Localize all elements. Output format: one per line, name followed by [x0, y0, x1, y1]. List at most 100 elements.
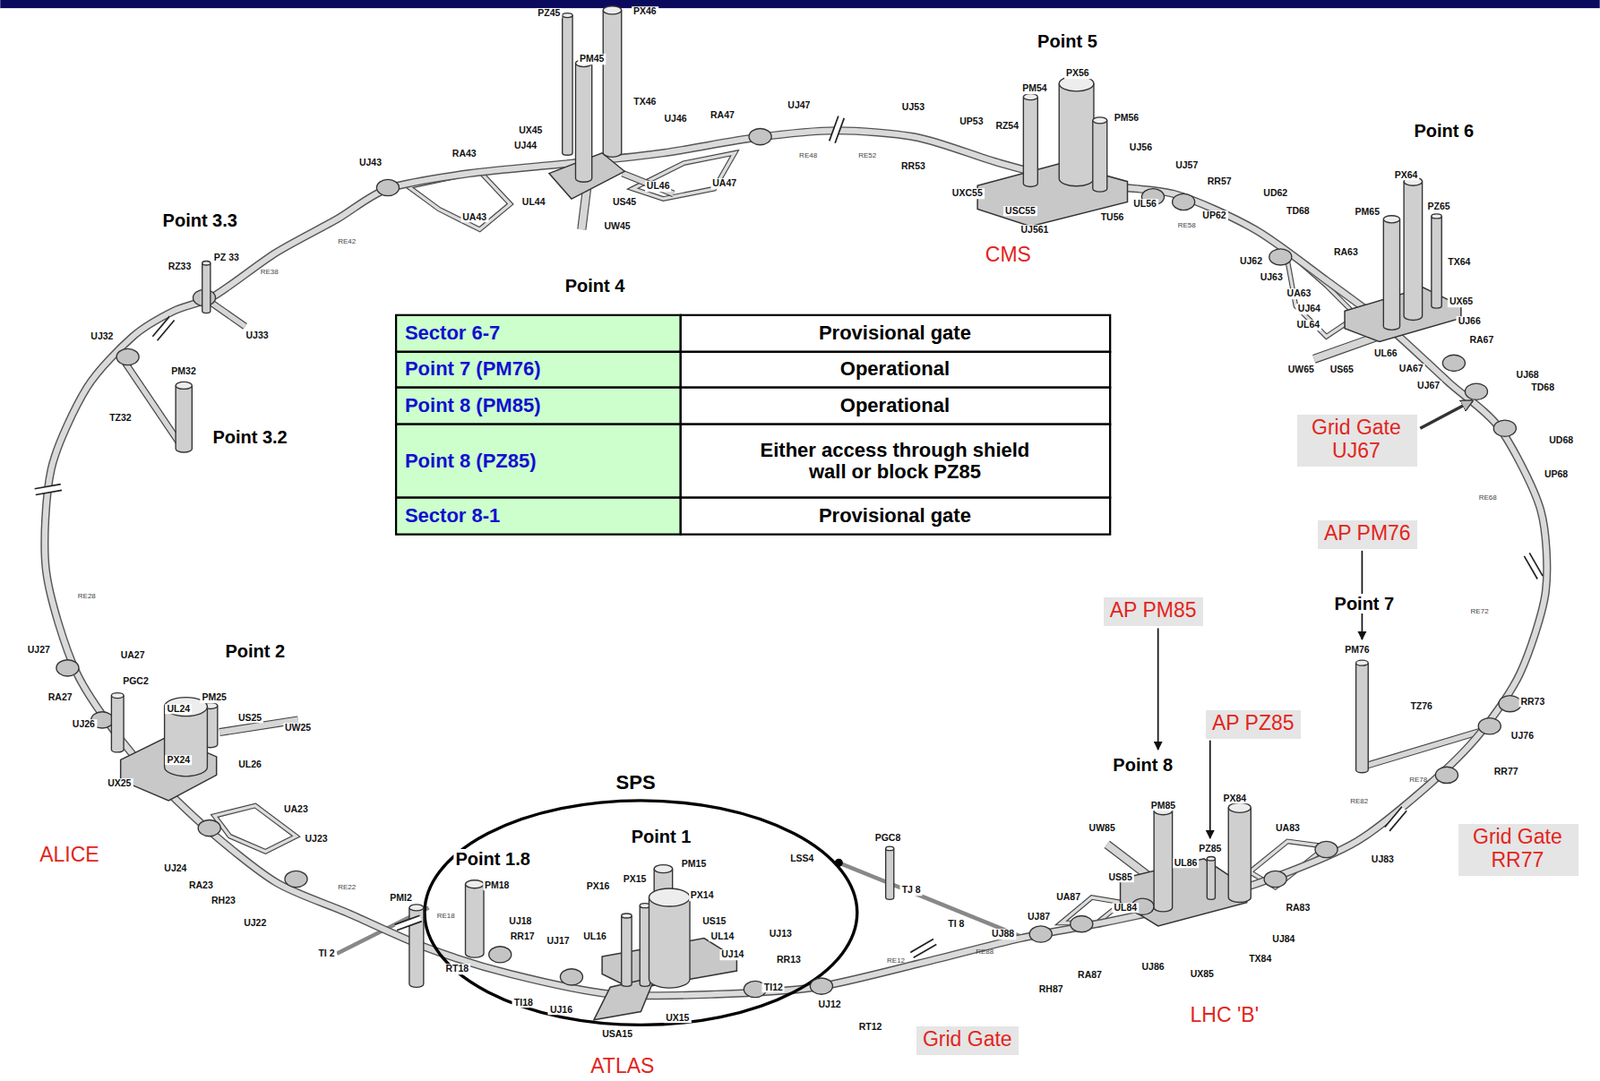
tunnel-tag: PGC8	[873, 834, 904, 845]
tunnel-tag: UJ84	[1270, 934, 1297, 946]
tunnel-tag: TX46	[631, 96, 658, 108]
point-label: Point 7	[1333, 593, 1397, 614]
tunnel-tag: TX64	[1445, 257, 1472, 268]
tunnel-tag: UA63	[1285, 288, 1314, 300]
tunnel-tag: UJ16	[548, 1005, 575, 1016]
tunnel-tag: PGC2	[120, 676, 151, 688]
access-shaft	[1383, 215, 1400, 331]
junction-chamber	[284, 870, 308, 887]
bypass-gallery	[632, 153, 735, 199]
tunnel-tag: USA15	[600, 1029, 635, 1041]
accelerator-label: SPS	[614, 772, 658, 794]
tunnel-tag: PM56	[1112, 112, 1141, 124]
callout-arrow	[1157, 627, 1160, 750]
access-shaft	[621, 913, 632, 987]
junction-chamber	[1498, 696, 1522, 713]
access-marker: RE48	[797, 152, 819, 161]
access-marker: RE18	[435, 911, 457, 921]
tunnel-tag: TI12	[762, 982, 785, 994]
callout-box: AP PZ85	[1205, 710, 1301, 740]
tunnel-tag: UX85	[1188, 969, 1216, 981]
tunnel-tag: TD68	[1529, 382, 1557, 394]
tunnel-tag: TI 2	[316, 948, 336, 960]
transfer-line	[838, 862, 1021, 937]
tunnel-tag: PM76	[1342, 645, 1371, 656]
junction-chamber	[1070, 916, 1093, 933]
tunnel-tag: UL66	[1372, 348, 1400, 360]
tunnel-tag: UP53	[957, 116, 985, 128]
tunnel-tag: UJ63	[1258, 272, 1285, 284]
table-key: Sector 6-7	[403, 322, 502, 345]
access-marker: RE42	[335, 238, 358, 247]
tunnel-tag: PM85	[1149, 800, 1178, 812]
tunnel-tag: UJ24	[162, 864, 189, 876]
junction-chamber	[1172, 193, 1196, 210]
junction-chamber	[489, 946, 512, 964]
junction-chamber	[1493, 420, 1516, 437]
tunnel-outline	[44, 130, 1548, 997]
tunnel-tag: UJ47	[785, 101, 812, 112]
junction-chamber	[1029, 926, 1052, 943]
access-shaft	[1023, 94, 1038, 188]
tunnel-tag: UJ64	[1296, 303, 1323, 315]
point-label: Point 1	[629, 826, 694, 847]
tunnel-tag: TD68	[1284, 206, 1312, 217]
tunnel-tag: PX56	[1064, 68, 1092, 79]
experiment-label: ALICE	[37, 843, 101, 867]
point-label: Point 2	[223, 641, 287, 662]
access-shaft	[648, 888, 690, 989]
callout-arrow	[1209, 740, 1212, 839]
point-label: Point 6	[1411, 120, 1476, 141]
table-value: Provisional gate	[747, 505, 1042, 527]
tunnel-tag: RA47	[708, 110, 737, 121]
tunnel-tag: UW65	[1286, 365, 1317, 377]
point-label: Point 3.3	[161, 210, 240, 231]
tunnel-tag: UA87	[1054, 893, 1083, 904]
access-shaft	[1403, 177, 1422, 320]
tunnel-tag: PZ45	[535, 8, 562, 19]
tunnel-tag: PM32	[169, 366, 198, 378]
tunnel-tag: PX46	[631, 6, 659, 18]
tunnel-tag: UL14	[709, 931, 737, 943]
access-shaft	[1356, 660, 1369, 774]
callout-text: AP PM76	[1323, 522, 1412, 546]
tunnel-tag: LSS4	[788, 853, 816, 865]
point-label: Point 1.8	[453, 849, 532, 869]
access-marker: RE58	[1176, 221, 1198, 230]
tunnel-tag: UJ17	[544, 937, 571, 948]
tunnel-tag: UA43	[460, 212, 489, 224]
tunnel-tag: UA27	[119, 651, 147, 663]
callout-text: Grid Gate UJ67	[1302, 416, 1411, 464]
callout-box: AP PM85	[1103, 597, 1204, 627]
break-mark	[910, 939, 937, 959]
tunnel-tag: TU56	[1099, 212, 1127, 224]
tunnel-tag: RA67	[1467, 335, 1496, 347]
tunnel-tag: UJ57	[1173, 160, 1200, 172]
tunnel-tag: UA67	[1397, 364, 1426, 376]
tunnel-tag: RT12	[857, 1022, 885, 1033]
tunnel-tag: UL64	[1294, 320, 1322, 332]
tunnel-tag: RA23	[187, 880, 216, 892]
tunnel-tag: PM25	[199, 692, 228, 704]
cavern	[1344, 287, 1462, 342]
tunnel-tag: RH87	[1037, 984, 1066, 996]
tunnel-tag: RA27	[46, 692, 75, 704]
tunnel-tag: UL26	[236, 759, 264, 771]
tunnel-tag: UJ44	[512, 140, 539, 152]
junction-chamber	[809, 978, 833, 995]
callout-text: Grid Gate	[921, 1028, 1014, 1052]
experiment-label: CMS	[983, 243, 1033, 267]
tunnel-tag: UJ46	[662, 113, 689, 125]
tunnel-tag: UA83	[1273, 823, 1302, 835]
tunnel-tag: UL46	[645, 181, 672, 193]
tunnel-tag: UX45	[516, 125, 544, 137]
tunnel-tag: UJ26	[70, 719, 97, 731]
status-table	[395, 315, 1110, 535]
tunnel-tag: PM54	[1020, 83, 1049, 95]
tunnel-tag: UXC55	[950, 189, 985, 200]
tunnel-tag: UJ14	[719, 949, 746, 961]
callout-arrow	[1419, 401, 1472, 430]
access-shaft	[175, 381, 192, 453]
tunnel-tag: UL24	[164, 704, 192, 715]
access-marker: RE28	[76, 593, 98, 602]
